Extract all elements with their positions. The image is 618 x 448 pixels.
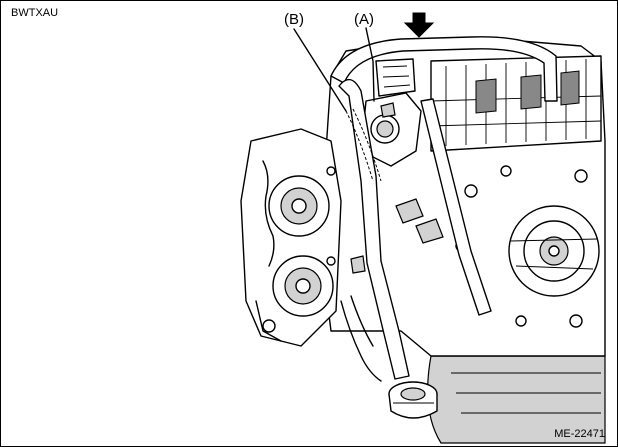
leader-line-a: [365, 27, 375, 102]
cylinder-head-ribs: [430, 55, 602, 152]
pointer-arrow: [403, 12, 435, 38]
hose-b: [338, 78, 410, 380]
callout-a: (A): [354, 11, 374, 28]
leader-line-b: [293, 28, 347, 112]
hose-end-coupling: [388, 381, 438, 419]
crank-pulley: [508, 205, 600, 297]
harness-connectors: [340, 102, 444, 382]
bypass-pipe: [420, 98, 492, 316]
figure-number: ME-22471: [554, 428, 605, 440]
figure-code: BWTXAU: [11, 7, 59, 19]
callout-b: (B): [284, 11, 304, 28]
water-outlet-housing: [360, 58, 422, 167]
left-accessory-housing: [240, 128, 342, 347]
engine-block-lower: [427, 355, 606, 444]
hose-a-hidden-route: [345, 108, 382, 182]
upper-hose: [330, 36, 558, 102]
